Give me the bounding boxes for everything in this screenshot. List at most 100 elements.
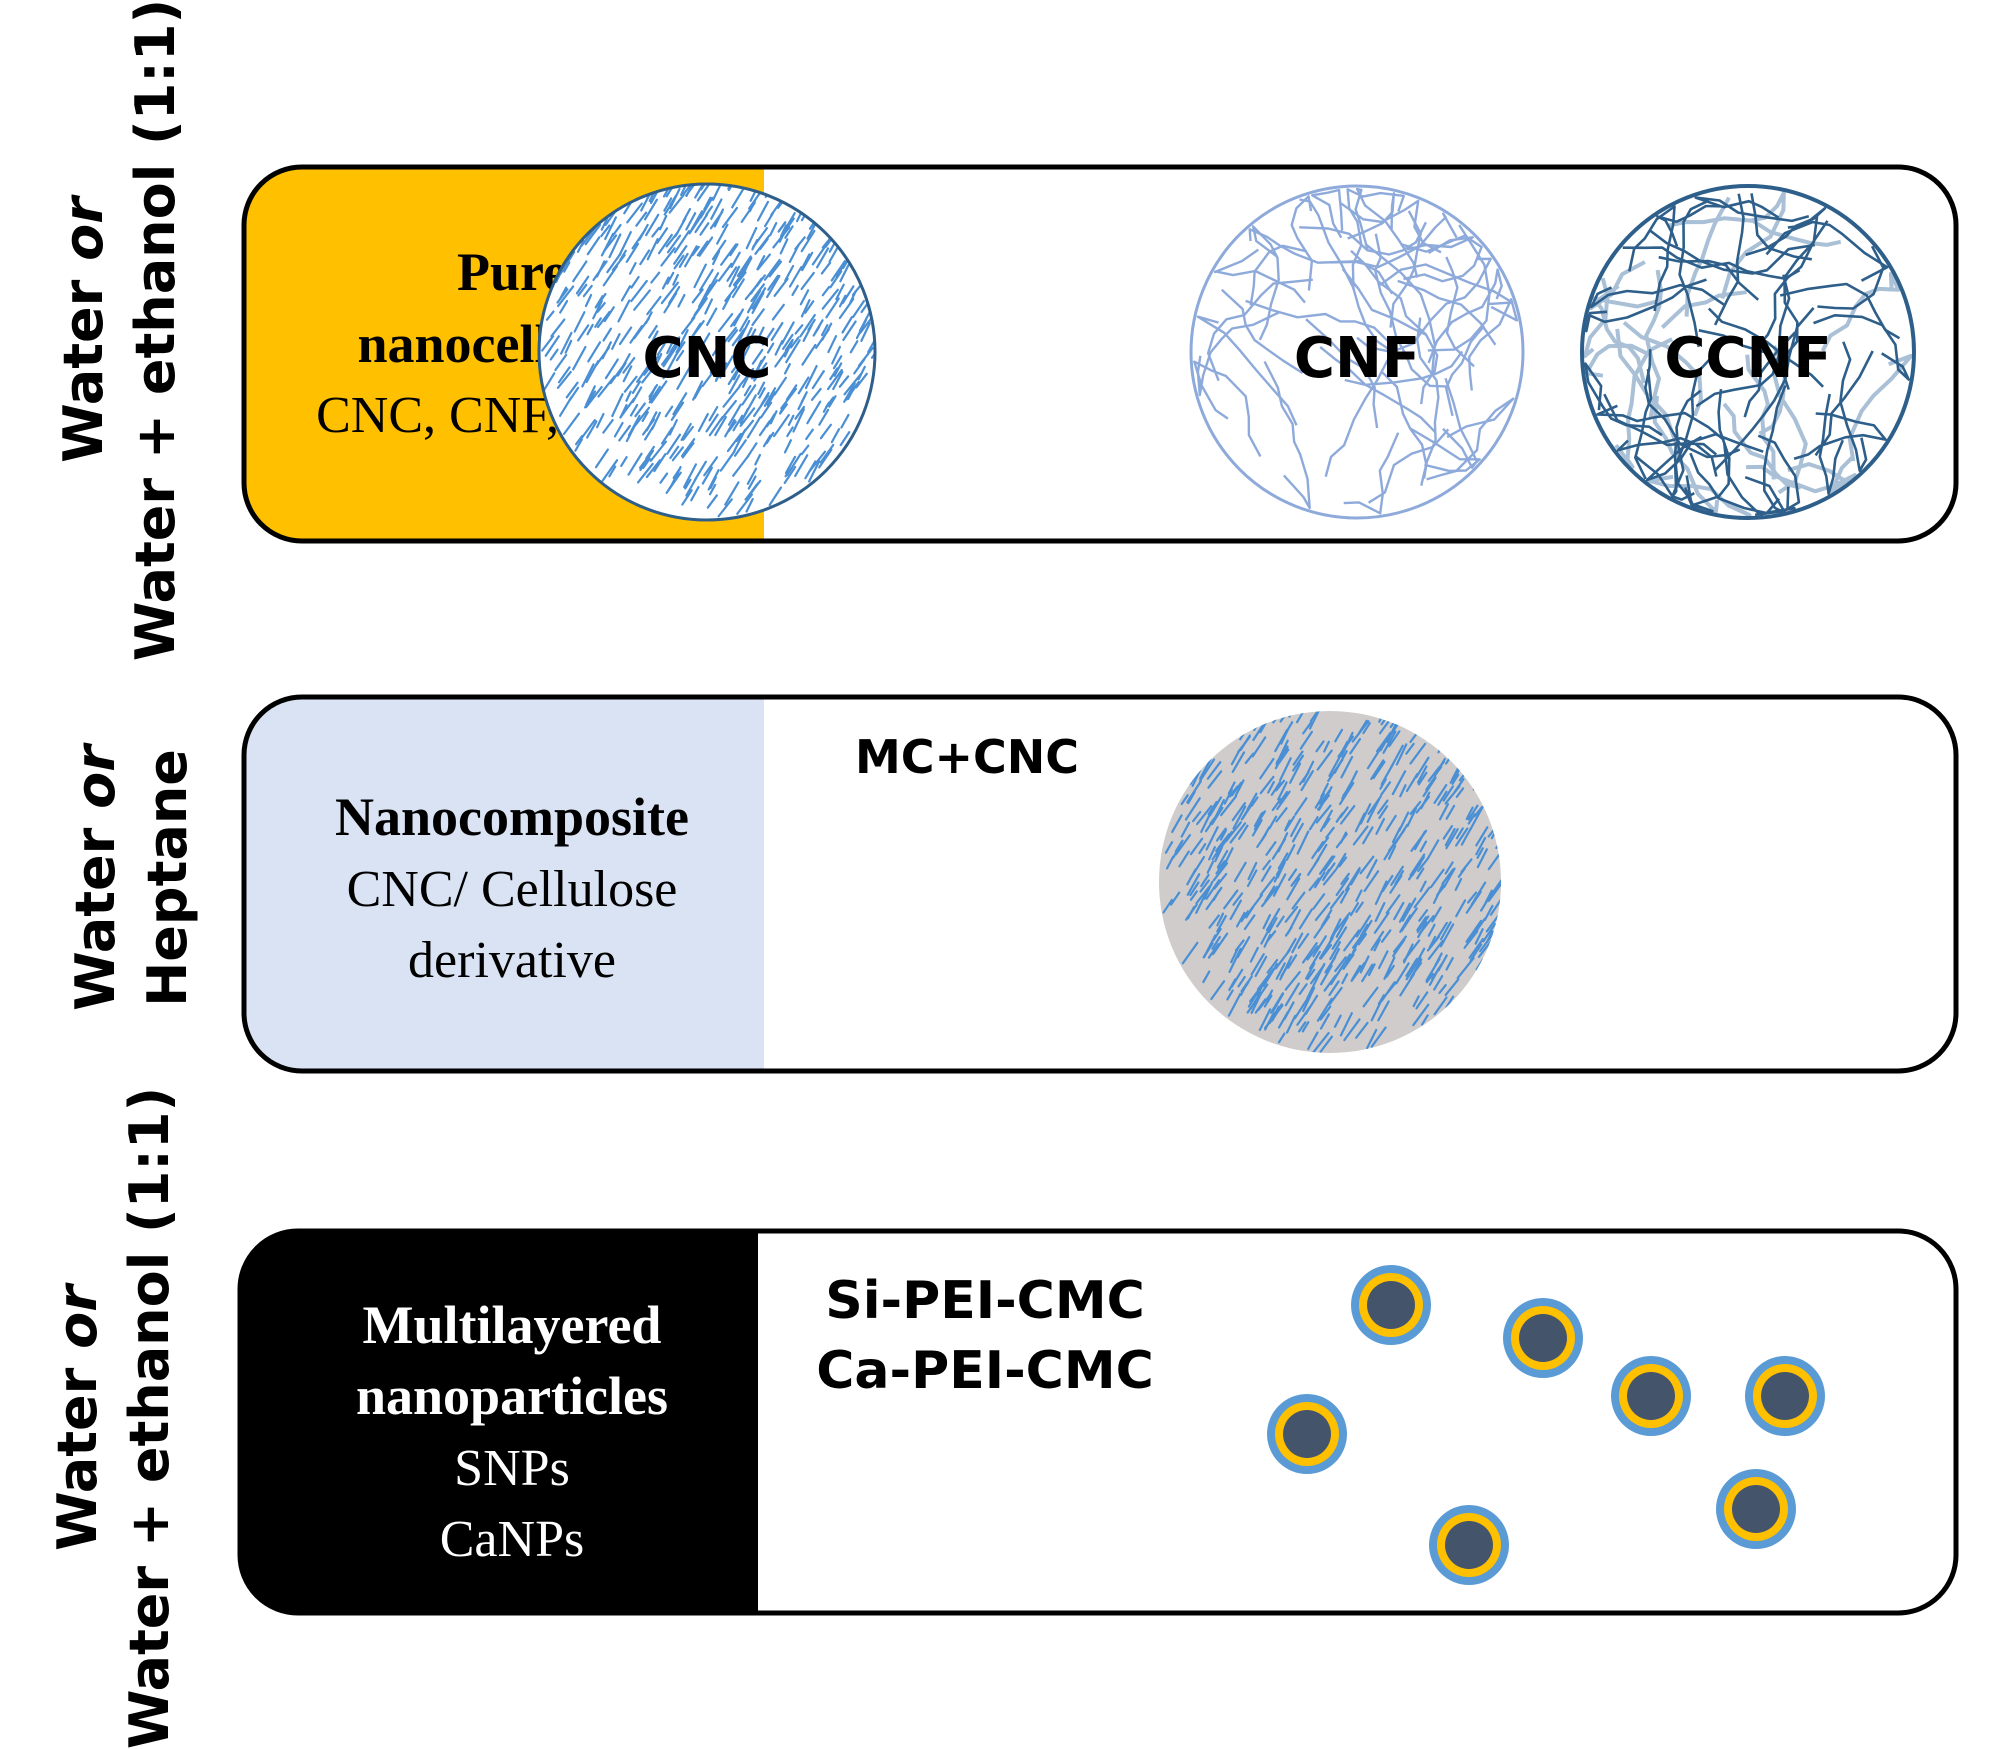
nanocrystal-rod bbox=[1276, 790, 1291, 811]
nanocrystal-rod bbox=[565, 381, 579, 399]
nanocrystal-rod bbox=[784, 264, 795, 282]
nanocrystal-rod bbox=[737, 319, 751, 344]
nanocrystal-rod bbox=[1246, 792, 1258, 811]
nanofiber bbox=[1616, 436, 1718, 477]
nanocrystal-rod bbox=[1329, 941, 1342, 961]
nanocrystal-rod bbox=[717, 262, 733, 282]
nanocrystal-rod bbox=[819, 443, 835, 464]
nanocrystal-rod bbox=[1259, 775, 1275, 795]
nanocrystal-rod bbox=[820, 324, 829, 337]
nanocrystal-rod bbox=[550, 318, 566, 338]
nanocrystal-rod bbox=[633, 317, 650, 340]
nanocrystal-rod bbox=[746, 416, 762, 439]
nanocrystal-rod bbox=[806, 400, 822, 425]
nanofiber bbox=[1584, 343, 1649, 378]
nanocrystal-rod bbox=[773, 277, 789, 297]
nanofiber bbox=[1341, 268, 1427, 336]
nanocrystal-rod bbox=[1322, 862, 1336, 880]
nanocrystal-rod bbox=[1267, 917, 1278, 934]
nanofiber bbox=[1263, 360, 1311, 510]
nanocrystal-rod bbox=[636, 462, 654, 484]
nanocrystal-rod bbox=[673, 245, 688, 265]
nanocrystal-rod bbox=[617, 299, 631, 323]
nanocrystal-rod bbox=[646, 295, 662, 316]
nanocrystal-rod bbox=[1352, 825, 1369, 846]
nanocrystal-rod bbox=[708, 406, 719, 422]
nanocrystal-rod bbox=[843, 373, 862, 396]
nanocrystal-rod bbox=[1419, 880, 1427, 893]
nanocrystal-rod bbox=[1357, 932, 1368, 946]
nanocrystal-rod bbox=[572, 260, 588, 283]
nanocrystal-rod bbox=[767, 274, 780, 291]
solvent-line1: Water bbox=[46, 1348, 109, 1551]
nanocrystal-rod bbox=[1370, 759, 1385, 781]
nanocrystal-rod bbox=[594, 317, 602, 328]
nanocrystal-rod bbox=[841, 285, 855, 305]
nanocrystal-rod bbox=[1445, 804, 1456, 820]
nanocrystal-rod bbox=[663, 197, 673, 212]
nanocrystal-rod bbox=[1202, 942, 1214, 959]
nanocrystal-rod bbox=[1319, 944, 1333, 960]
nanocrystal-rod bbox=[1389, 874, 1403, 894]
nanocrystal-rod bbox=[750, 355, 767, 380]
nanofiber bbox=[1590, 283, 1727, 309]
nanocrystal-rod bbox=[1240, 980, 1250, 993]
nanocrystal-rod bbox=[604, 216, 618, 241]
nanocrystal-rod bbox=[672, 392, 688, 416]
nanocrystal-rod bbox=[1298, 771, 1310, 786]
nanocrystal-rod bbox=[592, 299, 603, 320]
nanocrystal-rod bbox=[1456, 956, 1475, 980]
nanofiber bbox=[1644, 269, 1663, 419]
nanocrystal-rod bbox=[1451, 773, 1460, 785]
nanocrystal-rod bbox=[1380, 781, 1392, 796]
nanocrystal-rod bbox=[662, 355, 677, 380]
nanocrystal-rod bbox=[1427, 765, 1441, 783]
nanocrystal-rod bbox=[1290, 872, 1302, 887]
nanocrystal-rod bbox=[1239, 734, 1251, 752]
nanocrystal-rod bbox=[626, 202, 643, 224]
nanocrystal-rod bbox=[747, 475, 757, 490]
nanofiber bbox=[1467, 298, 1519, 391]
nanocrystal-rod bbox=[611, 393, 624, 418]
nanocrystal-rod bbox=[721, 206, 739, 229]
nanocrystal-rod bbox=[618, 231, 632, 256]
nanocrystal-rod bbox=[1405, 772, 1419, 793]
nanocrystal-rod bbox=[623, 375, 638, 393]
nanocrystal-rod bbox=[618, 424, 632, 442]
nanocrystal-rod bbox=[1275, 962, 1286, 980]
nanofiber bbox=[1750, 193, 1813, 261]
nanocrystal-rod bbox=[1412, 1003, 1430, 1027]
nanocrystal-rod bbox=[765, 184, 779, 198]
nanofiber bbox=[1427, 268, 1503, 364]
nanocrystal-rod bbox=[1334, 911, 1351, 933]
nanocrystal-rod bbox=[821, 322, 833, 341]
nanocrystal-rod bbox=[751, 348, 764, 365]
nanocrystal-rod bbox=[1362, 722, 1371, 735]
nanocrystal-rod bbox=[1296, 830, 1310, 855]
nanocrystal-rod bbox=[1466, 891, 1478, 904]
nanocrystal-rod bbox=[1275, 745, 1289, 766]
nanocrystal-rod bbox=[1284, 982, 1300, 1007]
nanofiber bbox=[1381, 371, 1428, 486]
nanofiber bbox=[1847, 353, 1913, 462]
nanocrystal-rod bbox=[1465, 806, 1474, 821]
nanocrystal-rod bbox=[755, 326, 765, 344]
nanocrystal-rod bbox=[602, 327, 613, 342]
nanocrystal-rod bbox=[847, 386, 856, 401]
nanocrystal-rod bbox=[1200, 873, 1210, 888]
nanocrystal-rod bbox=[1312, 1031, 1330, 1053]
nanocrystal-rod bbox=[680, 438, 696, 458]
nanofiber bbox=[1213, 248, 1306, 304]
nanocrystal-rod bbox=[619, 249, 627, 261]
nanocrystal-rod bbox=[1367, 795, 1382, 815]
nanocrystal-rod bbox=[838, 294, 847, 308]
nanofiber bbox=[1427, 224, 1491, 352]
nanofiber bbox=[1793, 412, 1887, 461]
nanocrystal-rod bbox=[1366, 859, 1378, 879]
nanocrystal-rod bbox=[1409, 742, 1427, 765]
nanocrystal-rod bbox=[724, 285, 738, 302]
row-nanocomposite: Nanocomposite CNC/ Cellulose derivative … bbox=[241, 694, 1959, 1074]
particle-core bbox=[1445, 1521, 1493, 1569]
nanocrystal-rod bbox=[1457, 867, 1466, 878]
nanocrystal-rod bbox=[573, 311, 586, 333]
